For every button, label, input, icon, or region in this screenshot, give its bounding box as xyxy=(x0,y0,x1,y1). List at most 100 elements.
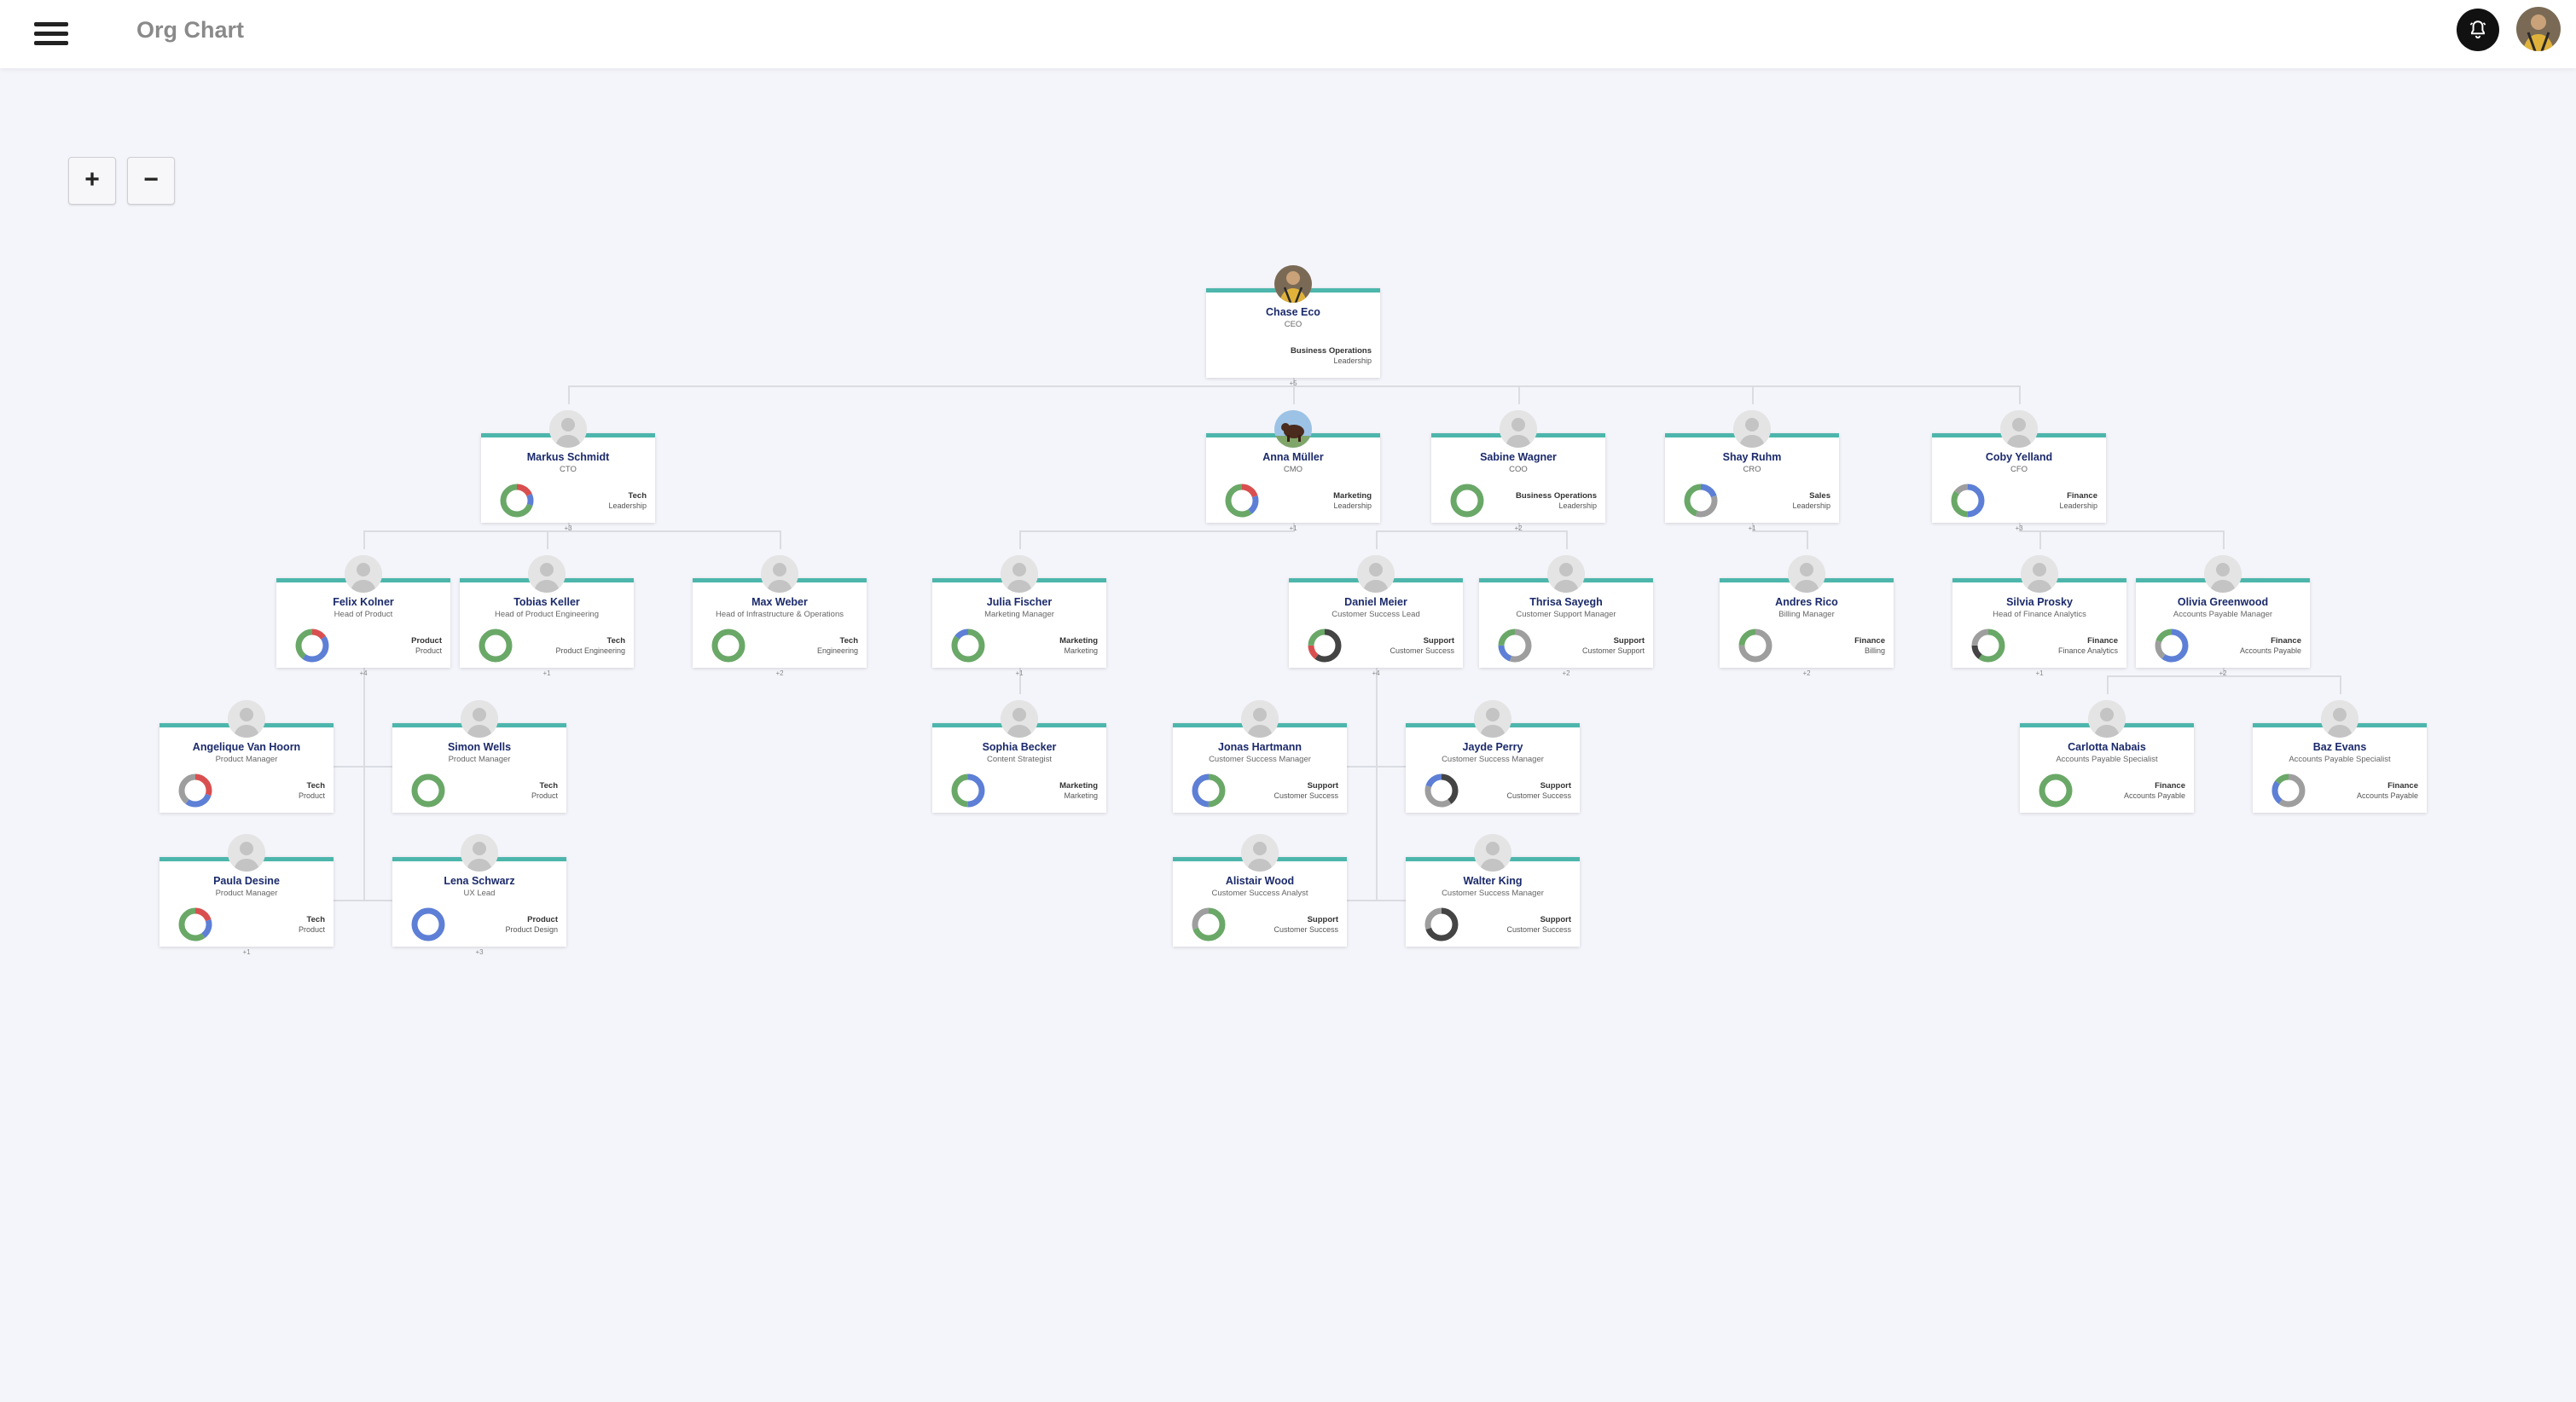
employee-team: Leadership xyxy=(1333,356,1372,365)
employee-department: Support xyxy=(1307,781,1338,791)
employee-department: Tech xyxy=(306,915,325,924)
avatar xyxy=(1274,410,1312,448)
skill-donut-chart xyxy=(1498,629,1532,663)
notification-button[interactable] xyxy=(2457,9,2499,51)
avatar-placeholder-icon xyxy=(1001,555,1038,593)
employee-team: Customer Success xyxy=(1506,925,1571,934)
employee-department: Finance xyxy=(1854,636,1885,646)
user-avatar[interactable] xyxy=(2516,7,2561,51)
employee-name: Thrisa Sayegh xyxy=(1529,596,1603,608)
employee-title: Customer Success Manager xyxy=(1442,889,1544,898)
connector-line xyxy=(1019,530,1021,549)
employee-name: Felix Kolner xyxy=(333,596,394,608)
direct-reports-count[interactable]: +4 xyxy=(1372,669,1380,677)
direct-reports-count[interactable]: +3 xyxy=(564,524,572,532)
direct-reports-count[interactable]: +2 xyxy=(1514,524,1523,532)
employee-department: Tech xyxy=(306,781,325,791)
direct-reports-count[interactable]: +3 xyxy=(475,948,484,956)
employee-title: Accounts Payable Specialist xyxy=(2056,755,2158,764)
employee-name: Angelique Van Hoorn xyxy=(192,741,301,753)
connector-line xyxy=(1019,675,1021,694)
direct-reports-count[interactable]: +2 xyxy=(1802,669,1811,677)
employee-title: COO xyxy=(1509,465,1528,474)
connector-line xyxy=(334,766,363,768)
donut-segment xyxy=(1424,773,1459,808)
employee-title: CEO xyxy=(1284,320,1303,329)
donut-segment xyxy=(2039,773,2073,808)
employee-title: CTO xyxy=(560,465,577,474)
connector-line xyxy=(1019,530,1295,532)
hamburger-menu-icon[interactable] xyxy=(34,22,68,48)
skill-donut-chart xyxy=(1192,907,1226,941)
donut-segment xyxy=(1684,484,1718,518)
employee-team: Leadership xyxy=(608,501,647,510)
employee-team: Accounts Payable xyxy=(2239,646,2301,655)
donut-segment xyxy=(711,629,746,663)
direct-reports-count[interactable]: +2 xyxy=(1562,669,1570,677)
direct-reports-count[interactable]: +3 xyxy=(2015,524,2023,532)
employee-name: Carlotta Nabais xyxy=(2068,741,2146,753)
donut-segment xyxy=(1308,629,1342,663)
employee-department: Sales xyxy=(1809,491,1830,501)
donut-segment xyxy=(178,907,212,941)
zoom-in-button[interactable]: + xyxy=(68,157,116,205)
avatar-placeholder-icon xyxy=(2000,410,2038,448)
donut-segment xyxy=(178,773,212,808)
employee-title: Marketing Manager xyxy=(984,610,1054,619)
direct-reports-count[interactable]: +1 xyxy=(242,948,251,956)
employee-department: Marketing xyxy=(1059,636,1098,646)
employee-team: Leadership xyxy=(1558,501,1597,510)
employee-title: Customer Support Manager xyxy=(1516,610,1616,619)
connector-line xyxy=(2340,675,2341,694)
connector-line xyxy=(1019,663,1021,675)
avatar-placeholder-icon xyxy=(345,555,382,593)
direct-reports-count[interactable]: +1 xyxy=(2035,669,2044,677)
avatar-placeholder-icon xyxy=(2321,700,2358,738)
connector-line xyxy=(1752,519,1754,530)
direct-reports-count[interactable]: +1 xyxy=(1748,524,1756,532)
skill-donut-chart xyxy=(711,629,746,663)
skill-donut-chart xyxy=(2271,773,2306,808)
connector-line xyxy=(1376,663,1378,900)
employee-team: Accounts Payable xyxy=(2123,791,2185,800)
donut-segment xyxy=(1450,484,1484,518)
connector-line xyxy=(1518,519,1520,530)
direct-reports-count[interactable]: +2 xyxy=(775,669,784,677)
donut-segment xyxy=(1684,484,1718,518)
employee-name: Sophia Becker xyxy=(982,741,1057,753)
direct-reports-count[interactable]: +1 xyxy=(542,669,551,677)
direct-reports-count[interactable]: +2 xyxy=(2219,669,2227,677)
zoom-out-button[interactable]: − xyxy=(127,157,175,205)
direct-reports-count[interactable]: +5 xyxy=(1289,379,1297,387)
employee-department: Support xyxy=(1540,781,1571,791)
direct-reports-count[interactable]: +1 xyxy=(1289,524,1297,532)
direct-reports-count[interactable]: +1 xyxy=(1015,669,1024,677)
direct-reports-count[interactable]: +4 xyxy=(359,669,368,677)
